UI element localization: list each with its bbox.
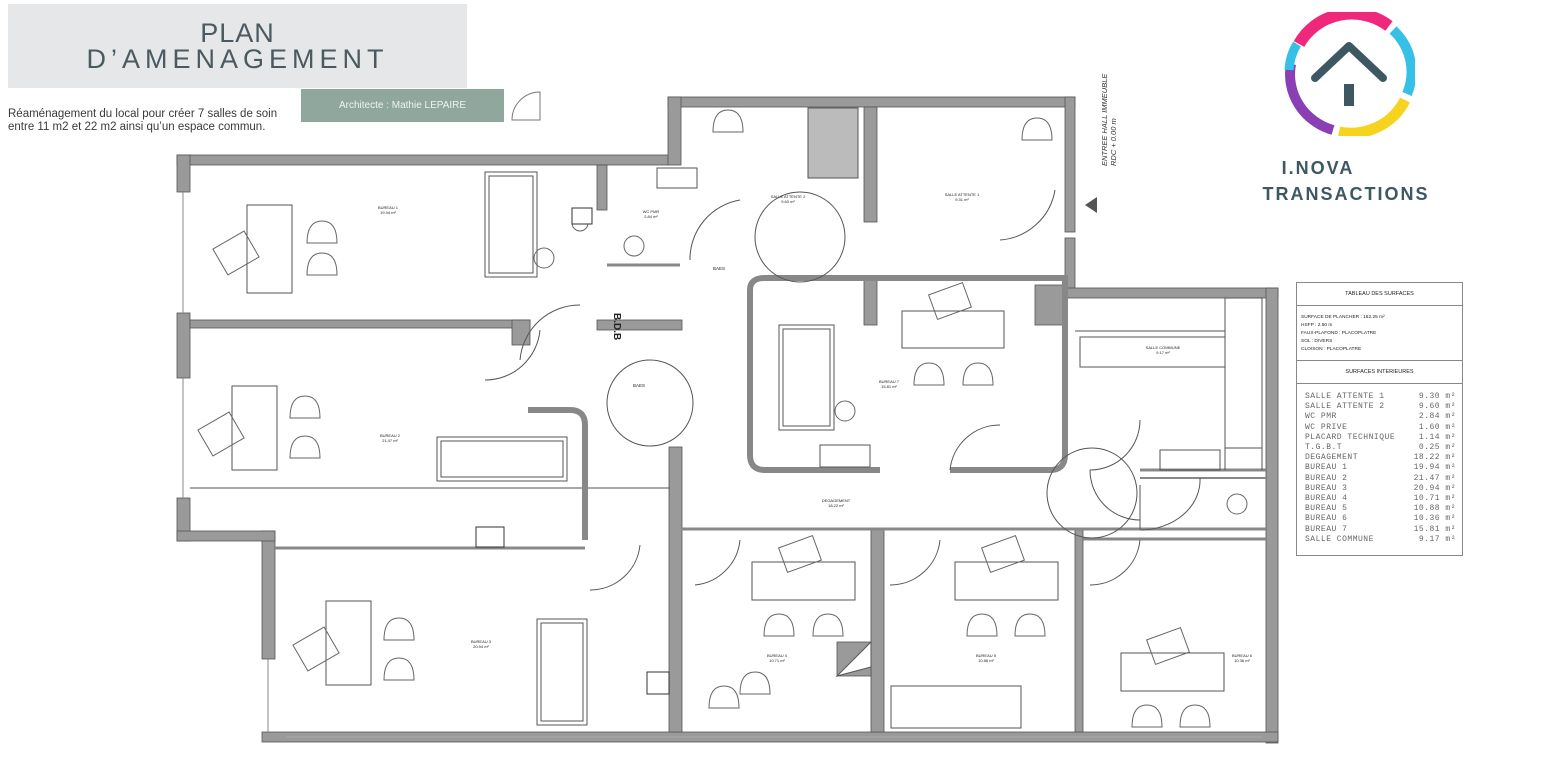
entry-label-line2: RDC + 0.00 m bbox=[1109, 118, 1118, 166]
room-bureau7-name: BUREAU 7 bbox=[879, 379, 900, 384]
room-bureau4-name: BUREAU 4 bbox=[767, 653, 788, 658]
house-logo-icon bbox=[1284, 12, 1415, 136]
table-row-name: BUREAU 1 bbox=[1305, 463, 1348, 473]
table-row-value: 9.30 m² bbox=[1418, 392, 1456, 401]
room-attente2-name: SALLE ATTENTE 2 bbox=[771, 194, 806, 199]
title-line-1: PLAN bbox=[200, 18, 275, 48]
brand-subtitle: TRANSACTIONS bbox=[1262, 184, 1430, 204]
room-attente1-area: 9.31 m² bbox=[955, 197, 969, 202]
room-attente2-area: 9.60 m² bbox=[781, 199, 795, 204]
room-commune-name: SALLE COMMUNE bbox=[1146, 345, 1181, 350]
table-row-name: BUREAU 2 bbox=[1305, 473, 1348, 483]
table-row-value: 18.22 m² bbox=[1413, 453, 1456, 463]
table-row: BUREAU 2 21.47 m² bbox=[1305, 474, 1456, 484]
title-line-2: D’AMENAGEMENT bbox=[86, 44, 389, 74]
info-line: SURFACE DE PLANCHER : 162.25 m² bbox=[1301, 315, 1385, 320]
room-bureau1-name: BUREAU 1 bbox=[378, 205, 399, 210]
room-bureau2-area: 21.47 m² bbox=[382, 438, 398, 443]
entry-label-line1: ENTREE HALL IMMEUBLE bbox=[1100, 73, 1109, 166]
room-attente1-name: SALLE ATTENTE 1 bbox=[945, 192, 980, 197]
table-row-name: T.G.B.T bbox=[1305, 443, 1343, 453]
table-row: SALLE COMMUNE 9.17 m² bbox=[1305, 535, 1456, 545]
table-row-value: 0.25 m² bbox=[1418, 443, 1456, 453]
room-wcpmr-name: WC PMR bbox=[643, 209, 660, 214]
room-bureau3-name: BUREAU 3 bbox=[471, 639, 492, 644]
table-row-value: 15.81 m² bbox=[1413, 524, 1456, 534]
surface-table-rows: SALLE ATTENTE 1 9.30 m² SALLE ATTENTE 2 9.6… bbox=[1297, 384, 1462, 545]
room-bureau3-area: 20.94 m² bbox=[473, 644, 489, 649]
room-bdb-label: B.D.B bbox=[611, 313, 622, 340]
title-box: PLAN D’AMENAGEMENT bbox=[8, 4, 467, 88]
baes-label-1: BAES bbox=[713, 266, 725, 271]
table-row: DEGAGEMENT 18.22 m² bbox=[1305, 453, 1456, 463]
surface-table-info: SURFACE DE PLANCHER : 162.25 m² HSFP : 2… bbox=[1297, 306, 1462, 361]
room-bureau7-area: 15.81 m² bbox=[881, 384, 897, 389]
info-line: FAUX-PLAFOND : PLACOPLATRE bbox=[1301, 331, 1377, 336]
table-row-value: 1.14 m² bbox=[1418, 432, 1456, 442]
table-row: PLACARD TECHNIQUE 1.14 m² bbox=[1305, 433, 1456, 443]
room-wcpmr-area: 2.84 m² bbox=[644, 214, 658, 219]
table-row-name: BUREAU 4 bbox=[1305, 494, 1348, 504]
floor-plan: BUREAU 1 19.94 m² BUREAU 2 21.47 m² BURE… bbox=[176, 91, 1279, 744]
room-bureau6-area: 10.36 m² bbox=[1234, 658, 1250, 663]
brand-name: I.NOVA bbox=[1281, 158, 1355, 178]
table-row: T.G.B.T 0.25 m² bbox=[1305, 443, 1456, 453]
table-row-value: 10.88 m² bbox=[1413, 504, 1456, 514]
table-row: BUREAU 7 15.81 m² bbox=[1305, 525, 1456, 535]
room-bureau6-name: BUREAU 6 bbox=[1232, 653, 1253, 658]
entry-arrow-icon bbox=[1085, 197, 1097, 213]
table-row-name: SALLE COMMUNE bbox=[1305, 534, 1374, 544]
table-row: WC PMR 2.84 m² bbox=[1305, 412, 1456, 422]
table-row-name: WC PRIVE bbox=[1305, 422, 1348, 432]
table-row-name: SALLE ATTENTE 1 bbox=[1305, 392, 1385, 401]
table-row-value: 21.47 m² bbox=[1413, 473, 1456, 483]
room-bureau5-name: BUREAU 5 bbox=[976, 653, 997, 658]
table-row-name: SALLE ATTENTE 2 bbox=[1305, 402, 1385, 412]
table-row-name: PLACARD TECHNIQUE bbox=[1305, 432, 1396, 442]
entry-label: ENTREE HALL IMMEUBLE RDC + 0.00 m bbox=[1100, 74, 1118, 166]
table-row-value: 9.60 m² bbox=[1418, 402, 1456, 412]
table-row-value: 2.84 m² bbox=[1418, 412, 1456, 422]
table-row: BUREAU 4 10.71 m² bbox=[1305, 494, 1456, 504]
table-row-name: WC PMR bbox=[1305, 412, 1337, 422]
room-bureau1-area: 19.94 m² bbox=[380, 210, 396, 215]
info-line: CLOISON : PLACOPLATRE bbox=[1301, 347, 1362, 352]
table-row-value: 1.60 m² bbox=[1418, 422, 1456, 432]
baes-label-2: BAES bbox=[633, 383, 645, 388]
room-bureau2-name: BUREAU 2 bbox=[380, 433, 401, 438]
project-description: Réaménagement du local pour créer 7 sall… bbox=[8, 108, 278, 133]
architect-badge: Architecte : Mathie LEPAIRE bbox=[301, 89, 504, 122]
room-commune-area: 9.17 m² bbox=[1156, 350, 1170, 355]
table-row-value: 20.94 m² bbox=[1413, 483, 1456, 493]
surface-table-header: TABLEAU DES SURFACES bbox=[1297, 283, 1462, 306]
info-line: SOL : DIVERS bbox=[1301, 339, 1333, 344]
table-row: BUREAU 5 10.88 m² bbox=[1305, 504, 1456, 514]
table-row: BUREAU 3 20.94 m² bbox=[1305, 484, 1456, 494]
table-row-value: 10.71 m² bbox=[1413, 494, 1456, 504]
table-row-name: BUREAU 5 bbox=[1305, 504, 1348, 514]
table-row-name: BUREAU 7 bbox=[1305, 524, 1348, 534]
table-row: BUREAU 1 19.94 m² bbox=[1305, 463, 1456, 473]
table-row: SALLE ATTENTE 1 9.30 m² bbox=[1305, 392, 1456, 402]
table-row: SALLE ATTENTE 2 9.60 m² bbox=[1305, 402, 1456, 412]
room-bureau4-area: 10.71 m² bbox=[769, 658, 785, 663]
room-degagement-name: DEGAGEMENT bbox=[822, 498, 851, 503]
surface-table-subheader: SURFACES INTERIEURES bbox=[1297, 361, 1462, 384]
info-line: HSFP : 2.50 m bbox=[1301, 323, 1333, 328]
table-row-name: DEGAGEMENT bbox=[1305, 453, 1359, 463]
table-row-value: 10.36 m² bbox=[1413, 514, 1456, 524]
room-bureau5-area: 10.88 m² bbox=[978, 658, 994, 663]
table-row-name: BUREAU 6 bbox=[1305, 514, 1348, 524]
table-row-value: 9.17 m² bbox=[1418, 534, 1456, 544]
room-degagement-area: 18.22 m² bbox=[828, 503, 844, 508]
table-row: WC PRIVE 1.60 m² bbox=[1305, 423, 1456, 433]
table-row-value: 19.94 m² bbox=[1413, 463, 1456, 473]
surface-table: TABLEAU DES SURFACES SURFACE DE PLANCHER… bbox=[1296, 282, 1463, 556]
table-row-name: BUREAU 3 bbox=[1305, 483, 1348, 493]
table-row: BUREAU 6 10.36 m² bbox=[1305, 514, 1456, 524]
